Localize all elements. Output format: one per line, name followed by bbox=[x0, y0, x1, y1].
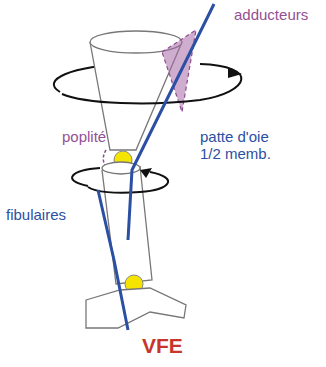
rotation-arrow bbox=[72, 168, 100, 186]
arrow-head bbox=[228, 68, 242, 78]
foot bbox=[86, 288, 186, 328]
arrow-head bbox=[140, 168, 152, 178]
muscle-label: poplité bbox=[62, 128, 132, 145]
muscle-label: patte d'oie 1/2 memb. bbox=[200, 128, 286, 162]
muscle-label: fibulaires bbox=[6, 206, 86, 223]
shin-segment bbox=[102, 166, 152, 284]
rotation-arrow bbox=[88, 172, 168, 193]
figure-title: VFE bbox=[142, 334, 222, 358]
rotation-arrow bbox=[62, 64, 241, 103]
muscle-label: adducteurs bbox=[234, 6, 322, 23]
fibularis-line bbox=[98, 190, 128, 330]
pes-anserinus-line bbox=[128, 4, 214, 240]
